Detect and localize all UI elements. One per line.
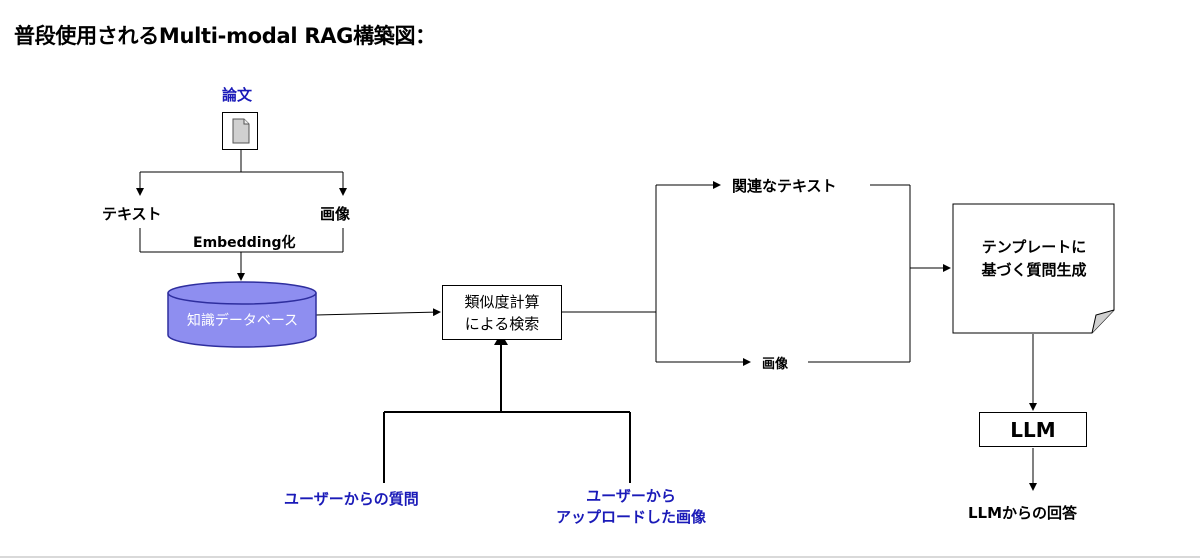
document-icon [222,112,258,150]
similarity-search-box: 類似度計算 による検索 [442,285,562,340]
knowledge-database-label: 知識データベース [186,313,299,329]
retrieved-image-node: 画像 [762,357,789,372]
template-label: テンプレートに 基づく質問生成 [952,236,1116,282]
similarity-search-line2: による検索 [464,314,540,333]
text-node: テキスト [102,205,162,223]
template-document [952,203,1115,334]
template-line1: テンプレートに [981,238,1087,256]
diagram-title: 普段使用されるMulti-modal RAG構築図： [14,24,436,48]
similarity-search-line1: 類似度計算 [464,292,540,311]
user-image-node: ユーザーから アップロードした画像 [540,486,722,528]
bottom-divider [0,556,1200,558]
llm-answer-node: LLMからの回答 [968,504,1078,522]
llm-box: LLM [979,412,1087,447]
template-line2: 基づく質問生成 [981,261,1087,279]
user-image-line1: ユーザーから [586,487,676,505]
embedding-label: Embedding化 [193,235,296,251]
knowledge-database [167,281,317,348]
paper-label: 論文 [222,86,253,104]
related-text-node: 関連なテキスト [732,177,837,195]
user-image-line2: アップロードした画像 [555,508,706,526]
image-node: 画像 [320,205,351,223]
user-question-node: ユーザーからの質問 [284,490,419,508]
